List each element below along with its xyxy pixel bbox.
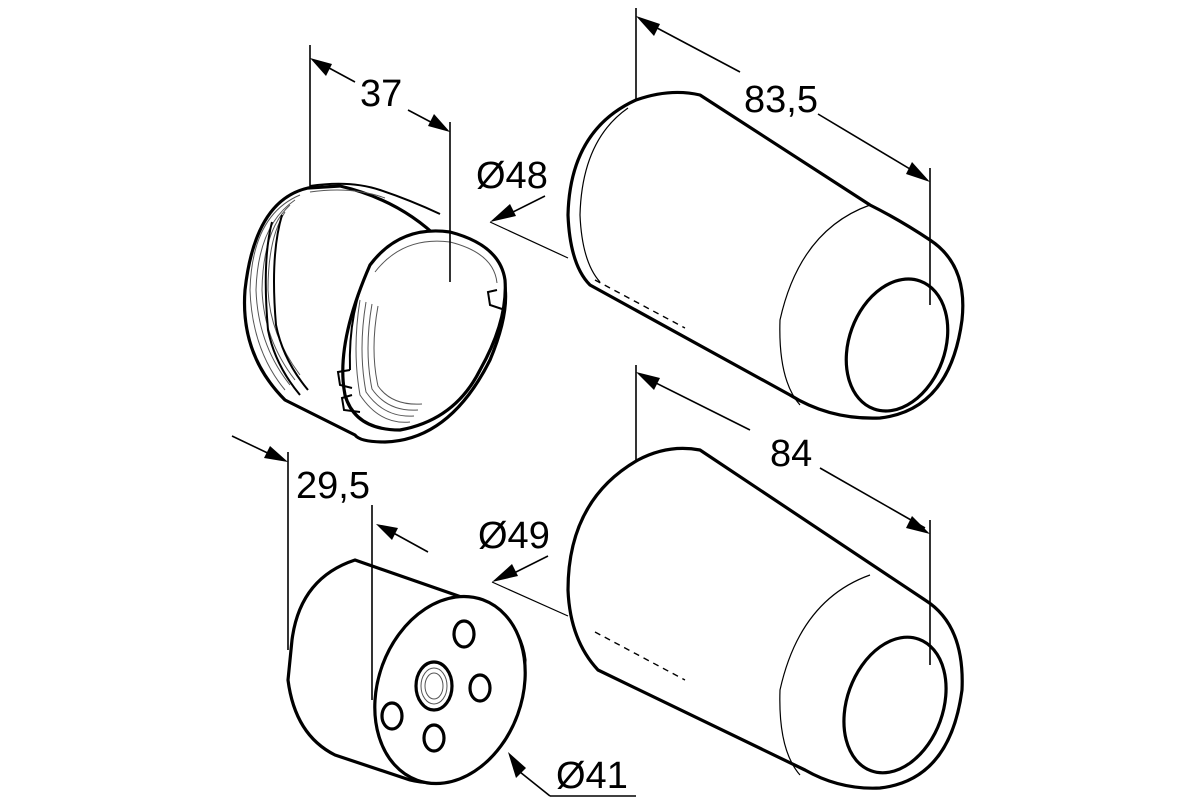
- dimension-diameter-49: [491, 555, 569, 617]
- arrow-left-83-5: [636, 16, 660, 36]
- label-sleeve-diameter: Ø48: [476, 155, 548, 197]
- dimension-diameter-48: [489, 195, 569, 259]
- dimension-29-5: [231, 435, 429, 700]
- arrow-diameter-49: [492, 564, 518, 582]
- cylinder-84: [566, 446, 964, 790]
- sleeve-83-5: [566, 90, 965, 420]
- arrow-right-37: [428, 114, 450, 132]
- arrow-left-84: [636, 372, 660, 390]
- arrow-left-29-5: [264, 446, 288, 462]
- label-cylinder-diameter: Ø49: [478, 515, 550, 557]
- arrow-left-37: [310, 58, 332, 76]
- dimension-84: [635, 365, 931, 665]
- threaded-adapter-ring: [242, 182, 508, 444]
- label-ring-width: 37: [360, 73, 402, 115]
- dimension-37: [309, 45, 451, 282]
- label-cap-width: 29,5: [296, 465, 370, 507]
- dimension-83-5: [635, 8, 931, 305]
- arrow-diameter-48: [490, 204, 516, 222]
- dimension-diameter-41: [508, 752, 636, 797]
- arrow-right-83-5: [906, 162, 930, 182]
- label-cylinder-length: 84: [770, 433, 812, 475]
- arrow-right-29-5: [376, 524, 398, 540]
- label-cap-diameter: Ø41: [556, 755, 628, 797]
- arrow-diameter-41: [508, 752, 526, 778]
- label-sleeve-length: 83,5: [744, 79, 818, 121]
- arrow-right-84: [906, 516, 930, 534]
- end-cap: [286, 558, 527, 786]
